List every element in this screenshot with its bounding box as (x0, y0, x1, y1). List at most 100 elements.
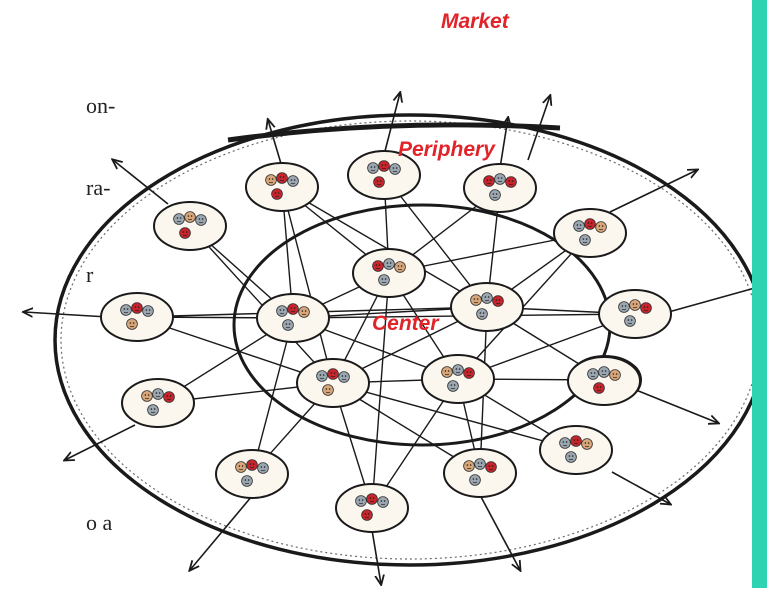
face-eye (155, 392, 158, 394)
face-mouth (198, 221, 204, 224)
face-icon (378, 274, 390, 286)
cluster-outline (553, 208, 627, 258)
face-mouth (376, 183, 382, 186)
face-eye (198, 218, 201, 220)
cluster-outline (347, 150, 421, 200)
face-eye (585, 238, 588, 240)
face-mouth (392, 170, 398, 173)
face-eye (375, 264, 378, 266)
face-eye (330, 372, 333, 374)
outward-arrow (24, 312, 109, 317)
face-icon (377, 496, 389, 508)
face-eye (169, 395, 172, 397)
face-icon (141, 390, 153, 402)
face-eye (590, 222, 593, 224)
face-eye (593, 372, 596, 374)
face-mouth (144, 397, 150, 400)
face-eye (615, 373, 618, 375)
face-icon (494, 173, 506, 185)
face-mouth (568, 458, 574, 461)
face-icon (173, 213, 185, 225)
face-eye (582, 238, 585, 240)
face-eye (249, 463, 252, 465)
face-eye (568, 455, 571, 457)
cluster-outline (421, 354, 495, 404)
face-icon (316, 370, 328, 382)
face-eye (379, 180, 382, 182)
face-mouth (587, 225, 593, 228)
face-mouth (176, 220, 182, 223)
face-mouth (260, 469, 266, 472)
face-mouth (290, 310, 296, 313)
face-icon (378, 160, 390, 172)
face-mouth (466, 467, 472, 470)
face-mouth (386, 265, 392, 268)
face-eye (466, 464, 469, 466)
face-mouth (166, 398, 172, 401)
face-eye (632, 303, 635, 305)
text-fragment-2: ra- (86, 175, 111, 200)
face-icon (470, 294, 482, 306)
face-mouth (145, 312, 151, 315)
cluster-outline (567, 356, 641, 406)
face-eye (646, 306, 649, 308)
face-eye (495, 193, 498, 195)
face-eye (400, 265, 403, 267)
face-eye (290, 307, 293, 309)
face-eye (145, 309, 148, 311)
face-eye (367, 513, 370, 515)
cluster-p2 (347, 150, 421, 200)
face-eye (444, 370, 447, 372)
face-eye (488, 465, 491, 467)
cluster-p1 (245, 162, 319, 212)
face-eye (260, 466, 263, 468)
face-icon (640, 302, 652, 314)
face-icon (366, 493, 378, 505)
face-icon (265, 174, 277, 186)
face-mouth (123, 311, 129, 314)
cluster-c2 (256, 293, 330, 343)
outward-arrow (113, 160, 169, 205)
face-mouth (341, 378, 347, 381)
face-mouth (370, 169, 376, 172)
cluster-outline (100, 292, 174, 342)
face-eye (241, 465, 244, 467)
face-eye (450, 384, 453, 386)
outward-arrow (609, 170, 697, 213)
face-icon (246, 459, 258, 471)
face-eye (252, 463, 255, 465)
face-eye (290, 179, 293, 181)
face-eye (381, 164, 384, 166)
face-icon (565, 451, 577, 463)
face-icon (322, 384, 334, 396)
face-icon (581, 438, 593, 450)
face-eye (378, 264, 381, 266)
face-icon (383, 258, 395, 270)
face-icon (573, 220, 585, 232)
face-eye (579, 224, 582, 226)
face-eye (590, 372, 593, 374)
face-mouth (576, 227, 582, 230)
face-eye (333, 372, 336, 374)
text-fragment-1: on- (86, 93, 116, 118)
cluster-p13 (443, 448, 517, 498)
cluster-outline (256, 293, 330, 343)
face-icon (485, 461, 497, 473)
face-eye (282, 309, 285, 311)
face-icon (483, 175, 495, 187)
face-mouth (381, 167, 387, 170)
face-icon (447, 380, 459, 392)
face-icon (373, 176, 385, 188)
face-eye (285, 323, 288, 325)
face-icon (327, 368, 339, 380)
face-icon (195, 214, 207, 226)
center-label: Center (372, 312, 439, 335)
face-icon (152, 388, 164, 400)
face-eye (372, 497, 375, 499)
face-eye (511, 180, 514, 182)
face-eye (495, 299, 498, 301)
cluster-outline (215, 449, 289, 499)
face-mouth (486, 182, 492, 185)
face-eye (466, 371, 469, 373)
face-eye (147, 394, 150, 396)
